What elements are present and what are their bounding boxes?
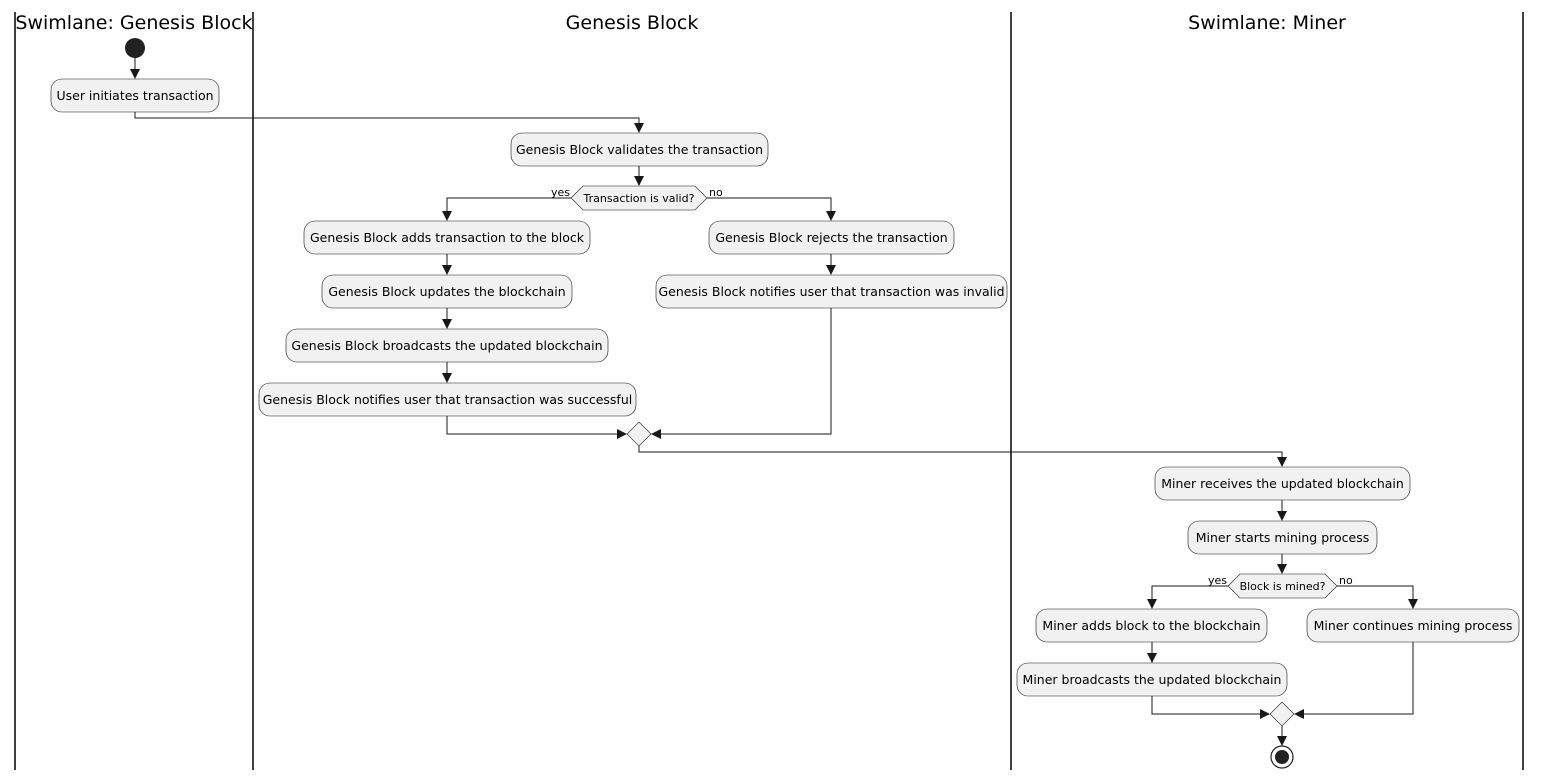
- lane-title-genesis-block: Genesis Block: [566, 12, 699, 34]
- activity-label: Genesis Block validates the transaction: [516, 142, 763, 157]
- activity-updates-blockchain: Genesis Block updates the blockchain: [321, 274, 573, 309]
- activity-validates: Genesis Block validates the transaction: [510, 132, 769, 167]
- decision-block-mined: Block is mined? yes no: [1208, 573, 1353, 599]
- activity-miner-starts: Miner starts mining process: [1187, 520, 1378, 555]
- activity-adds-transaction: Genesis Block adds transaction to the bl…: [303, 220, 591, 255]
- activity-notifies-invalid: Genesis Block notifies user that transac…: [655, 274, 1008, 309]
- activity-label: Genesis Block notifies user that transac…: [658, 284, 1004, 299]
- activity-miner-receives: Miner receives the updated blockchain: [1154, 466, 1411, 501]
- edges: [130, 58, 1418, 746]
- start-node: [125, 38, 145, 58]
- decision-transaction-valid: Transaction is valid? yes no: [551, 185, 723, 211]
- activity-broadcasts: Genesis Block broadcasts the updated blo…: [285, 328, 609, 363]
- activity-label: Genesis Block adds transaction to the bl…: [310, 230, 585, 245]
- activity-label: Genesis Block rejects the transaction: [715, 230, 947, 245]
- activity-label: Genesis Block broadcasts the updated blo…: [291, 338, 602, 353]
- activity-label: Miner continues mining process: [1314, 618, 1513, 633]
- decision-label: Block is mined?: [1240, 580, 1326, 593]
- lane-title-genesis-swimlane: Swimlane: Genesis Block: [15, 12, 252, 34]
- lane-title-miner: Swimlane: Miner: [1188, 12, 1346, 34]
- branch-no-label: no: [709, 186, 723, 199]
- activity-user-initiates: User initiates transaction: [50, 78, 220, 113]
- activity-label: Miner starts mining process: [1196, 530, 1370, 545]
- activity-miner-continues: Miner continues mining process: [1306, 608, 1520, 643]
- merge-node-2: [1269, 701, 1295, 727]
- activity-rejects: Genesis Block rejects the transaction: [708, 220, 955, 255]
- branch-yes-label: yes: [1208, 574, 1227, 587]
- activity-miner-adds: Miner adds block to the blockchain: [1035, 608, 1268, 643]
- merge-node-1: [626, 421, 652, 447]
- activity-miner-broadcasts: Miner broadcasts the updated blockchain: [1016, 662, 1288, 697]
- branch-no-label: no: [1339, 574, 1353, 587]
- activity-label: Genesis Block updates the blockchain: [328, 284, 565, 299]
- activity-label: Miner broadcasts the updated blockchain: [1023, 672, 1282, 687]
- activity-label: User initiates transaction: [56, 88, 213, 103]
- decision-label: Transaction is valid?: [583, 192, 695, 205]
- activity-label: Miner adds block to the blockchain: [1042, 618, 1260, 633]
- activity-label: Miner receives the updated blockchain: [1161, 476, 1404, 491]
- activity-label: Genesis Block notifies user that transac…: [263, 392, 632, 407]
- end-node: [1270, 745, 1294, 769]
- branch-yes-label: yes: [551, 186, 570, 199]
- activity-notifies-success: Genesis Block notifies user that transac…: [258, 382, 637, 417]
